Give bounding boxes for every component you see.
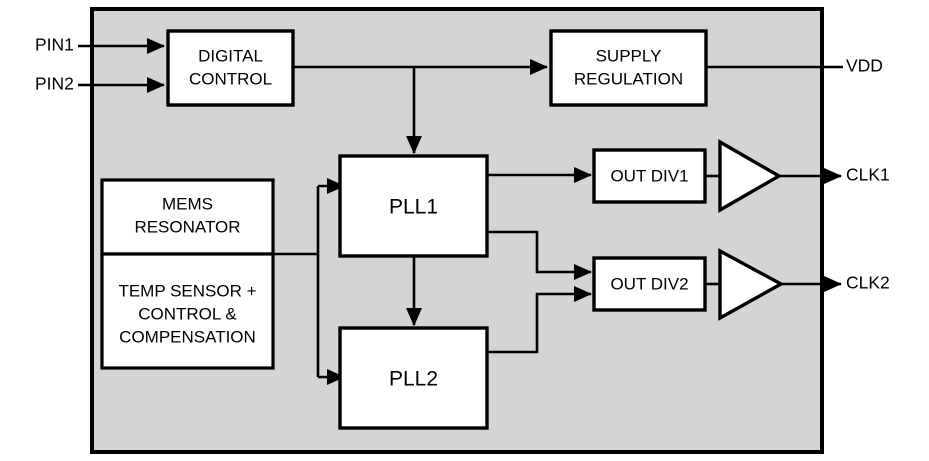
pin-label-vdd: VDD (846, 56, 883, 76)
pin-label-pin1: PIN1 (35, 35, 74, 55)
block-out-div1: OUT DIV1 (592, 148, 707, 204)
temp-sensor-label-line2: CONTROL & (138, 304, 237, 323)
wire-pll2-to-outdiv2 (487, 285, 593, 354)
pin-label-clk2: CLK2 (846, 273, 890, 293)
pll1-label: PLL1 (389, 196, 438, 219)
output-buffer-1-icon (718, 139, 783, 213)
supply-regulation-label-line2: REGULATION (574, 69, 683, 88)
block-temp-sensor-control-compensation: TEMP SENSOR + CONTROL & COMPENSATION (100, 252, 275, 370)
out-div2-label: OUT DIV2 (610, 274, 688, 293)
block-digital-control: DIGITAL CONTROL (166, 29, 295, 107)
pin-label-clk1: CLK1 (846, 165, 890, 185)
pll2-label: PLL2 (389, 368, 438, 391)
block-supply-regulation: SUPPLY REGULATION (549, 29, 708, 107)
digital-control-label-line2: CONTROL (189, 69, 272, 88)
temp-sensor-label-line3: COMPENSATION (119, 327, 256, 346)
mems-resonator-label-line1: MEMS (162, 194, 213, 213)
pin-label-pin2: PIN2 (35, 74, 74, 94)
block-mems-resonator: MEMS RESONATOR (100, 178, 275, 256)
temp-sensor-label-line1: TEMP SENSOR + (118, 281, 256, 300)
supply-regulation-label-line1: SUPPLY (596, 46, 662, 65)
block-out-div2: OUT DIV2 (592, 256, 707, 312)
output-buffer-2-icon (718, 248, 785, 321)
mems-resonator-label-line2: RESONATOR (134, 217, 240, 236)
block-pll2: PLL2 (338, 326, 489, 430)
out-div1-label: OUT DIV1 (610, 166, 688, 185)
wire-pll1-to-outdiv2 (487, 230, 593, 281)
block-pll1: PLL1 (338, 154, 489, 258)
digital-control-label-line1: DIGITAL (198, 46, 263, 65)
